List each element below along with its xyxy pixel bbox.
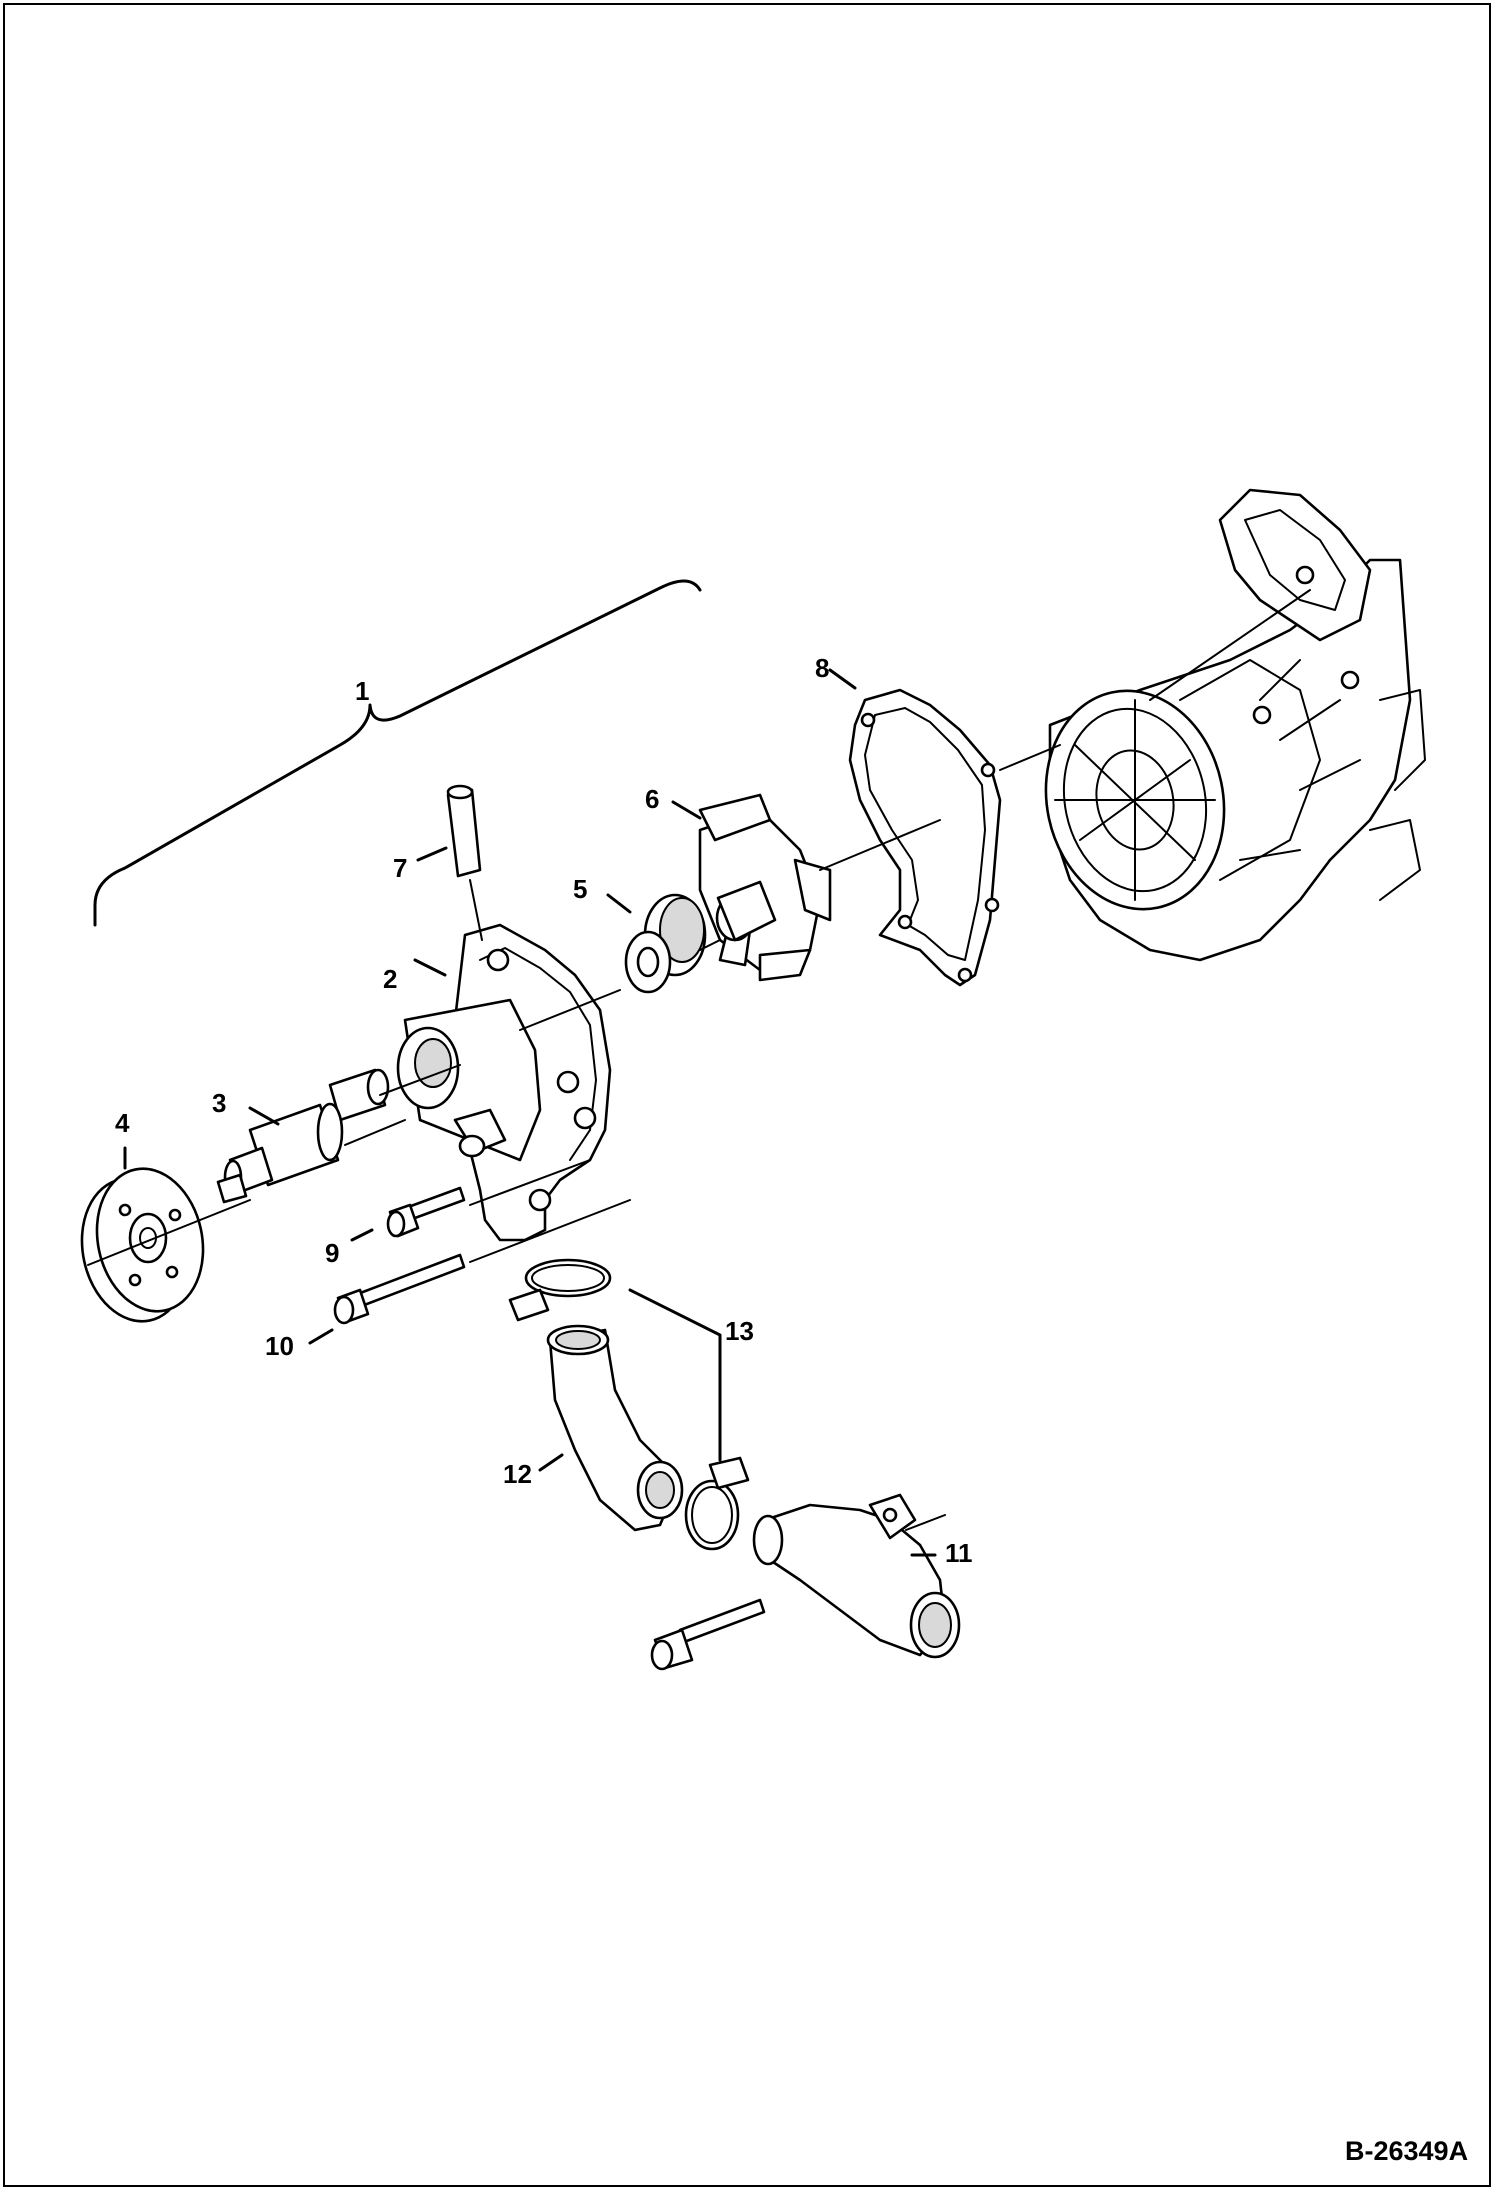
assembly-bracket (93, 579, 702, 927)
bolt-long (333, 1253, 466, 1325)
callout-7: 7 (393, 853, 407, 883)
callout-12: 12 (503, 1459, 532, 1489)
callout-10: 10 (265, 1331, 294, 1361)
callout-11: 11 (945, 1538, 973, 1568)
callout-2: 2 (383, 964, 397, 994)
water-pump-body (396, 923, 612, 1242)
callout-1: 1 (355, 676, 369, 706)
mechanical-seal (624, 893, 707, 994)
gasket (848, 688, 1002, 987)
callout-5: 5 (573, 874, 587, 904)
shaft-bearing (216, 1068, 390, 1204)
leader-lines (123, 668, 937, 1557)
lower-hose-clamp (684, 1456, 750, 1551)
callout-8: 8 (815, 653, 829, 683)
engine-block (1044, 488, 1426, 962)
diagram-frame (3, 3, 1491, 2187)
callout-13: 13 (725, 1316, 754, 1346)
bolt-short (386, 1186, 466, 1238)
callout-4: 4 (115, 1108, 130, 1138)
pulley-flange (80, 1167, 205, 1323)
dowel-pin (446, 784, 482, 878)
water-hose (546, 1324, 684, 1532)
callout-9: 9 (325, 1238, 339, 1268)
impeller (698, 793, 832, 982)
drawing-reference-code: B-26349A (1345, 2136, 1468, 2166)
callout-3: 3 (212, 1088, 226, 1118)
water-pipe (650, 1493, 961, 1671)
callout-6: 6 (645, 784, 659, 814)
assembly-center-lines (87, 589, 1311, 1531)
upper-hose-clamp (508, 1258, 612, 1322)
